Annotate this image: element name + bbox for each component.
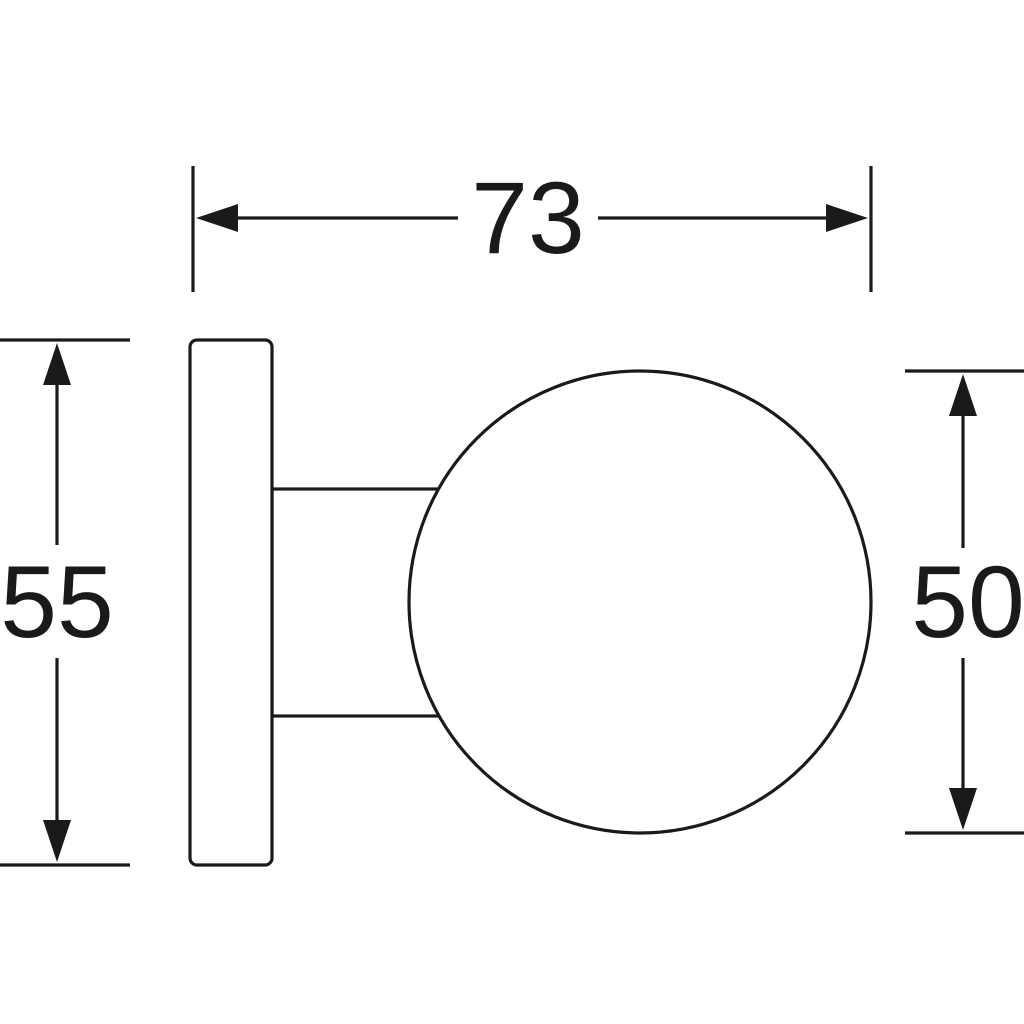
arrow-left-icon [196, 204, 238, 232]
arrow-right-icon [826, 204, 868, 232]
arrow-up-icon [949, 374, 977, 416]
arrow-down-icon [949, 788, 977, 830]
arrow-down-icon [43, 820, 71, 862]
dimension-plate-height: 55 [0, 338, 130, 867]
dimension-ball-diameter: 50 [905, 369, 1024, 835]
dimension-plate-height-label: 55 [0, 545, 113, 659]
arrow-up-icon [43, 343, 71, 385]
knob-ball [407, 369, 873, 835]
door-knob-drawing [188, 338, 873, 867]
dimension-width: 73 [191, 161, 873, 292]
knob-rose-plate [188, 338, 274, 867]
dimension-ball-diameter-label: 50 [911, 545, 1024, 659]
dimension-width-label: 73 [471, 161, 584, 275]
